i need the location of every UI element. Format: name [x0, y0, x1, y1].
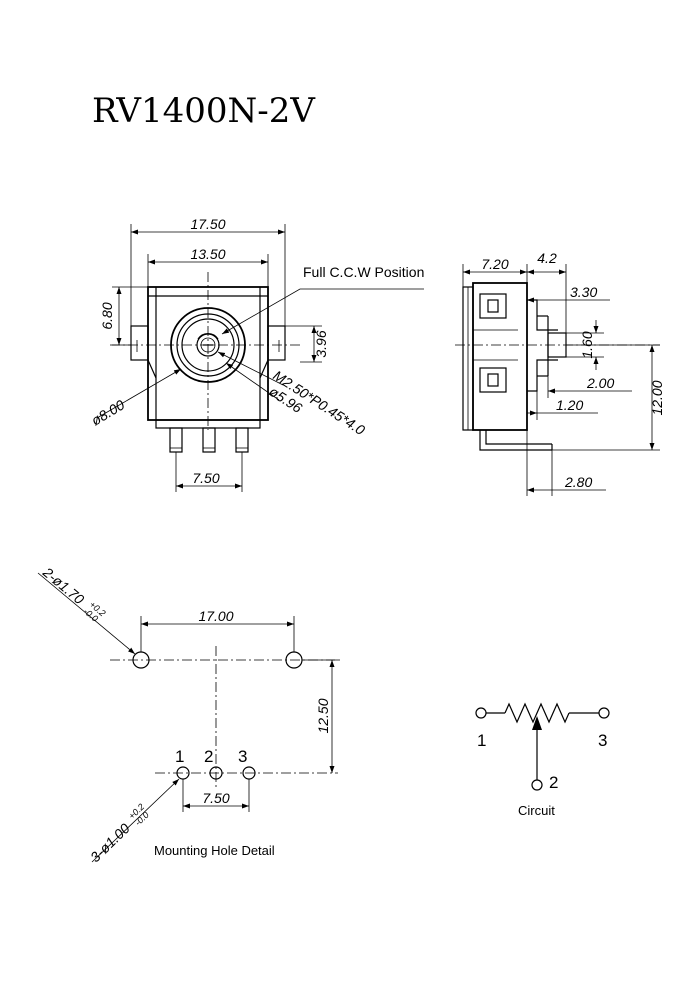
- dim-width-outer: 17.50: [190, 216, 225, 232]
- pin-label-2: 2: [204, 747, 213, 766]
- terminal-2: [531, 779, 543, 791]
- circuit-diagram: 1 3 2 Circuit: [475, 702, 610, 818]
- terminal-label-3: 3: [598, 731, 607, 750]
- resistor-symbol: [504, 702, 570, 724]
- dim-small-holes: 3-ø1.00: [87, 820, 133, 865]
- dim-height-right: 3.96: [313, 330, 329, 357]
- part-number-title: RV1400N-2V: [92, 91, 316, 131]
- front-view: 17.50 13.50 6.80 3.96 Full C.C.W Positio…: [88, 216, 424, 492]
- mounting-caption: Mounting Hole Detail: [154, 843, 275, 858]
- terminal-label-2: 2: [549, 773, 558, 792]
- pin-label-3: 3: [238, 747, 247, 766]
- dim-pin-pitch-front: 7.50: [192, 470, 219, 486]
- dim-side-120: 1.20: [556, 397, 583, 413]
- pin-center: [202, 427, 216, 453]
- full-ccw-label: Full C.C.W Position: [303, 264, 424, 280]
- wiper-arrow-icon: [532, 716, 542, 730]
- dim-height-left: 6.80: [99, 302, 115, 329]
- dim-side-w1: 7.20: [481, 256, 508, 272]
- side-view: 7.20 4.2 3.30 1.60 2.00 1.20 12.00 2.80: [455, 250, 665, 496]
- dim-side-1200: 12.00: [649, 380, 665, 415]
- dim-mount-750: 7.50: [202, 790, 229, 806]
- pin-label-1: 1: [175, 747, 184, 766]
- circuit-caption: Circuit: [518, 803, 555, 818]
- mounting-hole-detail: 17.00 12.50 7.50 1 2 3 2-ø1.70 +0.2 -0.0…: [37, 563, 340, 865]
- side-body: [472, 282, 528, 431]
- dim-side-280: 2.80: [564, 474, 592, 490]
- dim-side-w2: 4.2: [537, 250, 557, 266]
- left-mount-tab: [130, 325, 149, 361]
- dim-side-200: 2.00: [586, 375, 614, 391]
- dim-width-inner: 13.50: [190, 246, 225, 262]
- terminal-1: [475, 707, 487, 719]
- dim-dia-outer: ø8.00: [88, 396, 127, 428]
- dim-side-330: 3.30: [570, 284, 597, 300]
- dim-big-holes: 2-ø1.70: [39, 563, 87, 607]
- right-mount-tab: [267, 325, 286, 361]
- dim-mount-17: 17.00: [198, 608, 233, 624]
- terminal-label-1: 1: [477, 731, 486, 750]
- terminal-3: [598, 707, 610, 719]
- dim-mount-1250: 12.50: [315, 698, 331, 733]
